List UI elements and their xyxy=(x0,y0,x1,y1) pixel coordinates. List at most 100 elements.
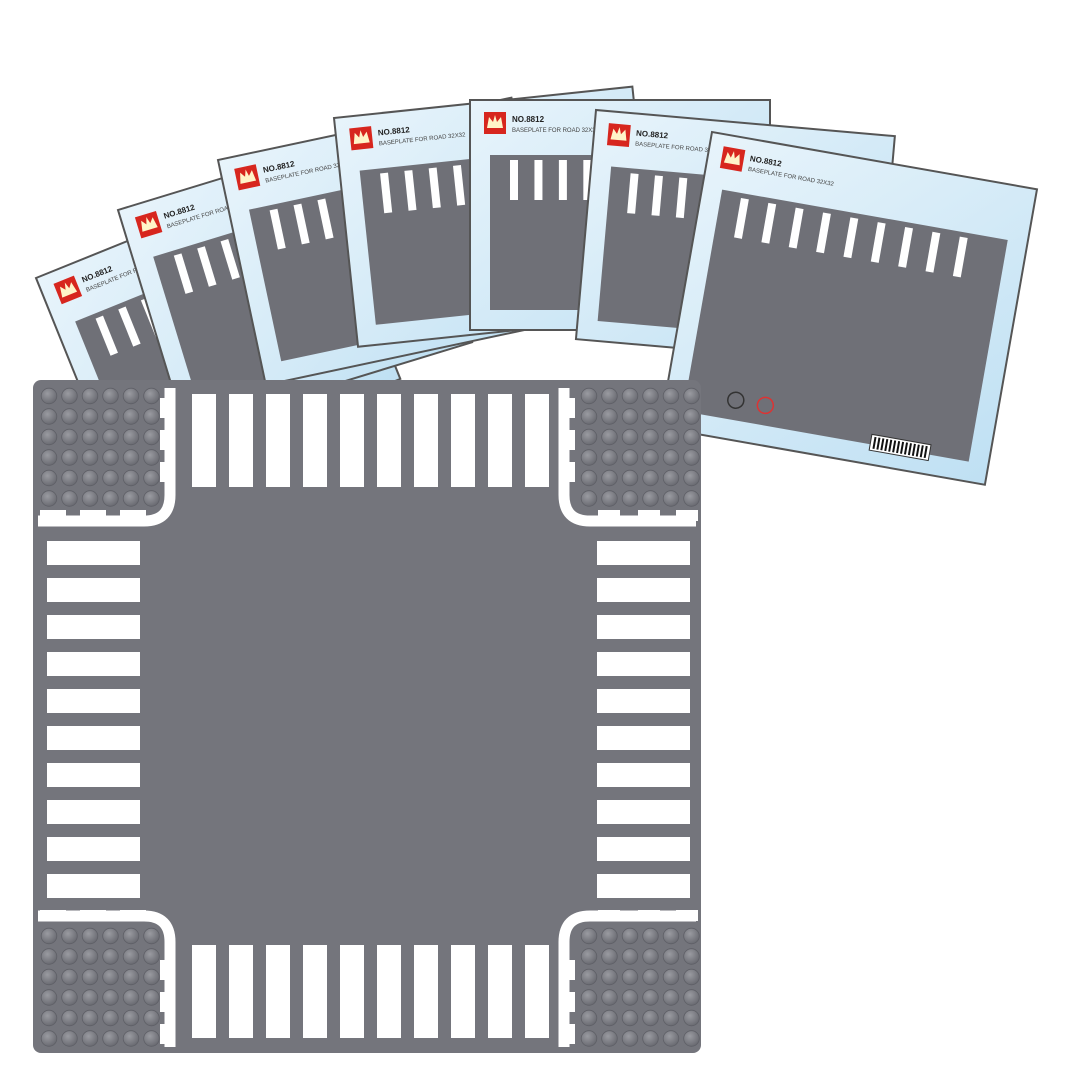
package-crosswalk-stripe xyxy=(816,212,831,254)
package-crosswalk-stripe xyxy=(534,160,543,200)
curb-dash xyxy=(564,462,575,482)
stud xyxy=(122,449,140,466)
crosswalk-stripe xyxy=(597,541,690,565)
stud xyxy=(102,968,119,986)
barcode-bar xyxy=(880,438,885,451)
package-model-number: NO.8812 xyxy=(377,125,410,137)
stud xyxy=(580,1009,598,1027)
crown-glyph-icon xyxy=(610,127,627,141)
package-crosswalk-stripe xyxy=(95,315,118,356)
stud xyxy=(601,927,618,945)
stud xyxy=(662,948,680,965)
package-crosswalk-stripe xyxy=(428,167,441,209)
stud xyxy=(122,927,140,945)
stud xyxy=(102,989,119,1006)
curb-dash xyxy=(638,510,660,521)
stud xyxy=(122,968,140,986)
stud xyxy=(102,449,119,466)
stud xyxy=(642,1030,659,1047)
crosswalk-stripe xyxy=(597,689,690,713)
stud xyxy=(621,948,639,965)
crosswalk-stripe xyxy=(47,837,140,861)
stud xyxy=(81,449,99,466)
stud xyxy=(40,968,58,986)
stud xyxy=(642,927,659,945)
crosswalk-stripe xyxy=(47,800,140,824)
stud xyxy=(621,968,639,986)
stud xyxy=(683,927,700,945)
stud xyxy=(143,1030,160,1047)
stud xyxy=(601,948,618,965)
stud xyxy=(683,408,700,425)
crosswalk-stripe xyxy=(303,394,327,487)
stud xyxy=(683,387,700,405)
stud xyxy=(662,968,680,986)
stud xyxy=(81,469,99,487)
stud xyxy=(61,927,78,945)
stud xyxy=(580,1030,598,1047)
barcode-bar xyxy=(900,441,905,454)
stud xyxy=(580,968,598,986)
crosswalk-stripe xyxy=(414,945,438,1038)
stud xyxy=(143,948,160,965)
stud xyxy=(40,927,58,945)
stud xyxy=(61,469,78,487)
stud xyxy=(601,490,618,507)
crosswalk-stripe xyxy=(597,800,690,824)
stud xyxy=(621,490,639,507)
stud xyxy=(122,387,140,405)
package-subtitle: BASEPLATE FOR ROAD 32X32 xyxy=(512,128,600,134)
stud xyxy=(601,428,618,446)
curb-dash xyxy=(40,510,66,521)
crosswalk-stripe xyxy=(597,874,690,898)
stud xyxy=(143,1009,160,1027)
barcode-bar xyxy=(907,443,912,456)
package-crosswalk-stripe xyxy=(583,160,592,200)
barcode-bar xyxy=(884,438,889,452)
package-crosswalk-stripe xyxy=(452,164,466,206)
barcode-bar xyxy=(888,439,893,452)
stud xyxy=(143,428,160,446)
stud xyxy=(601,968,618,986)
crosswalk-stripe xyxy=(47,763,140,787)
stud xyxy=(61,387,78,405)
stud xyxy=(642,1009,659,1027)
package-crosswalk-stripe xyxy=(380,172,393,214)
stud xyxy=(642,469,659,487)
crown-glyph-icon xyxy=(240,169,257,184)
stud xyxy=(601,387,618,405)
stud xyxy=(40,989,58,1006)
crosswalk-stripe xyxy=(47,689,140,713)
stud xyxy=(102,1009,119,1027)
barcode-bar xyxy=(876,437,881,450)
recycle-icon xyxy=(727,391,745,409)
stud xyxy=(40,490,58,507)
stud xyxy=(642,408,659,425)
package-crosswalk-stripe xyxy=(197,246,217,287)
stud xyxy=(683,490,700,507)
stud xyxy=(143,449,160,466)
stud xyxy=(61,948,78,965)
curb-dash xyxy=(160,398,171,418)
package-crosswalk-stripe xyxy=(675,177,688,219)
baseplate-body xyxy=(33,380,701,1053)
stud xyxy=(81,387,99,405)
curb-dash xyxy=(564,398,575,418)
package-crosswalk-stripe xyxy=(788,207,804,249)
stud xyxy=(81,927,99,945)
stud xyxy=(683,948,700,965)
stud xyxy=(61,1009,78,1027)
stud xyxy=(81,989,99,1006)
crosswalk-stripe xyxy=(597,837,690,861)
stud xyxy=(102,408,119,425)
crosswalk-stripe xyxy=(266,394,290,487)
stud xyxy=(662,1030,680,1047)
crown-glyph-icon xyxy=(141,217,158,232)
stud xyxy=(61,1030,78,1047)
curb-dash xyxy=(676,910,698,921)
barcode-bar xyxy=(919,445,924,458)
stud xyxy=(143,408,160,425)
stud xyxy=(102,927,119,945)
